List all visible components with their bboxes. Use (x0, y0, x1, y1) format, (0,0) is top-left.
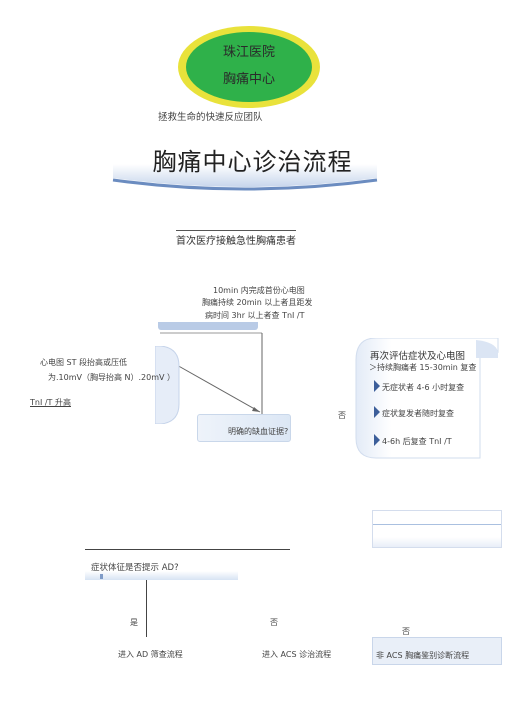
page-title: 胸痛中心诊治流程 (152, 148, 353, 176)
acs-flow-label: 进入 ACS 诊治流程 (262, 650, 332, 659)
reassess-item-2: 无症状者 4-6 小时复查 (382, 383, 465, 392)
ad-flow-label: 进入 AD 筛查流程 (118, 650, 183, 659)
first-contact-heading: 首次医疗接触急性胸痛患者 (176, 230, 296, 247)
st-panel-shape (155, 346, 180, 424)
ecg-box-base (158, 322, 258, 330)
yes-label: 是 (130, 618, 138, 627)
right-empty-box (372, 510, 502, 548)
reassess-item-1: ＞持续胸痛者 15-30min 复查 (369, 363, 477, 372)
bullet-arrow-icon (374, 434, 380, 446)
logo-line-2: 胸痛中心 (222, 72, 275, 87)
ad-box-top-line (85, 549, 290, 550)
no-label-1: 否 (338, 411, 346, 420)
no-label-3: 否 (402, 627, 410, 636)
no-label-2: 否 (270, 618, 278, 627)
evidence-box (197, 414, 291, 442)
reassess-panel-shape (355, 338, 499, 459)
ad-question: 症状体征是否提示 AD? (91, 563, 179, 573)
ecg-line-2: 胸痛持续 20min 以上者且距发 (202, 298, 313, 307)
logo-line-1: 珠江医院 (222, 45, 275, 60)
bullet-arrow-icon (374, 380, 380, 392)
ecg-line-3: 病时间 3hr 以上者查 TnI /T (205, 311, 305, 320)
ad-box-marker (100, 574, 103, 579)
non-acs-box (372, 637, 502, 665)
ad-branch-line (146, 580, 147, 637)
non-acs-flow-label: 非 ACS 胸痛鉴别诊断流程 (376, 651, 470, 660)
bullet-arrow-icon (374, 406, 380, 418)
hospital-logo: 珠江医院 胸痛中心 (176, 24, 322, 110)
evidence-question: 明确的缺血证据? (228, 427, 289, 436)
subtitle: 拯救生命的快速反应团队 (158, 112, 263, 123)
reassess-title: 再次评估症状及心电图 (370, 351, 466, 362)
ecg-line-1: 10min 内完成首份心电图 (213, 286, 305, 295)
flow-connector-lines (160, 332, 263, 414)
reassess-item-4: 4-6h 后复查 TnI /T (382, 437, 452, 446)
logo-ellipse-icon (178, 26, 320, 108)
ad-question-box (85, 550, 238, 580)
st-line-1: 心电图 ST 段抬高或压低 (40, 358, 128, 367)
reassess-item-3: 症状复发者随时复查 (382, 409, 454, 418)
st-line-2: 为.10mV（胸导抬高 N）.20mV ） (48, 373, 176, 382)
title-banner-shape (112, 136, 378, 191)
st-line-3: TnI /T 升高 (30, 398, 71, 407)
